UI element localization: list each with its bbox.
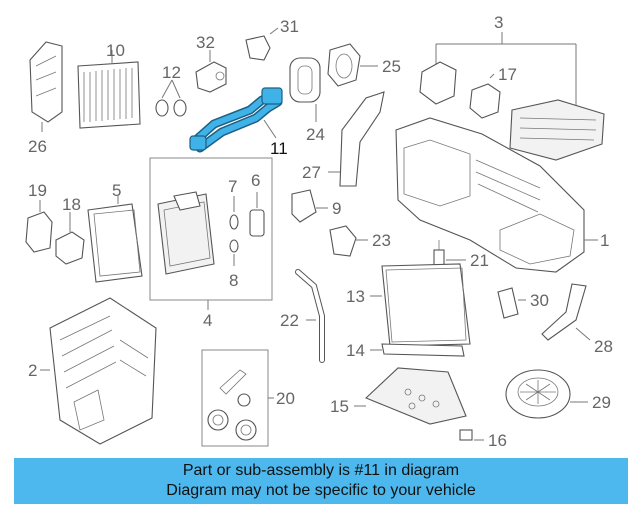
part-32-sensor: 32 [195,33,227,93]
callout-6: 6 [251,171,260,190]
part-31-sensor: 31 [245,17,299,61]
callout-10: 10 [106,41,125,60]
callout-24: 24 [306,125,325,144]
callout-31: 31 [280,17,299,36]
part-3-upper-housing: 3 [419,13,605,161]
callout-9: 9 [332,199,341,218]
callout-4: 4 [203,311,212,330]
callout-23: 23 [372,231,391,250]
part-16-screw: 16 [459,429,507,450]
callout-14: 14 [346,341,365,360]
callout-12: 12 [162,63,181,82]
part-9-actuator: 9 [291,189,341,223]
callout-7: 7 [228,177,237,196]
part-29-blower: 29 [505,369,611,419]
callout-3: 3 [494,13,503,32]
part-6-valve: 6 [249,171,265,237]
part-1-hvac-housing: 1 [395,117,609,273]
part-11-ac-pipe: 11 [189,87,288,158]
callout-19: 19 [28,181,47,200]
part-8-o-ring: 8 [229,239,239,290]
part-19-sensor: 19 [25,181,53,253]
part-12-o-rings: 12 [155,63,187,117]
banner-line-2: Diagram may not be specific to your vehi… [166,482,476,499]
callout-5: 5 [112,181,121,200]
callout-30: 30 [530,291,549,310]
callout-1: 1 [600,231,609,250]
callout-26: 26 [28,137,47,156]
part-27-bracket: 27 [302,91,385,187]
part-7-o-ring: 7 [228,177,239,230]
callout-27: 27 [302,163,321,182]
callout-17: 17 [498,65,517,84]
part-14-seal: 14 [346,341,465,360]
callout-32: 32 [196,33,215,52]
part-4-kit: 4 [149,157,273,330]
callout-13: 13 [346,287,365,306]
callout-29: 29 [592,393,611,412]
part-17-actuator: 17 [469,65,517,119]
part-30-clip: 30 [497,287,549,319]
part-26-bracket: 26 [28,41,63,156]
part-25-gasket: 25 [327,43,401,87]
callout-16: 16 [488,431,507,450]
part-15-tray: 15 [330,367,467,425]
callout-22: 22 [280,311,299,330]
part-22-drain-tube: 22 [280,269,325,363]
parts-diagram: 26 10 12 32 31 11 [25,13,613,450]
part-10-evaporator: 10 [77,41,141,129]
part-23-actuator: 23 [329,225,391,257]
part-28-bracket: 28 [541,283,613,356]
callout-25: 25 [382,57,401,76]
part-24-gasket: 24 [289,57,325,144]
callout-21: 21 [470,251,489,270]
callout-20: 20 [276,389,295,408]
part-13-filter: 13 [346,263,471,347]
callout-28: 28 [594,337,613,356]
banner-line-1: Part or sub-assembly is #11 in diagram [182,462,460,479]
callout-2: 2 [28,361,37,380]
info-banner: Part or sub-assembly is #11 in diagram D… [14,458,628,504]
part-18-sensor: 18 [55,195,85,265]
part-2-lower-housing: 2 [28,297,157,445]
part-5-filter: 5 [87,181,143,283]
part-20-hardware-kit: 20 [201,349,295,447]
callout-8: 8 [229,271,238,290]
callout-11: 11 [270,139,288,158]
part-21-screw: 21 [433,240,489,270]
callout-15: 15 [330,397,349,416]
callout-18: 18 [62,195,81,214]
